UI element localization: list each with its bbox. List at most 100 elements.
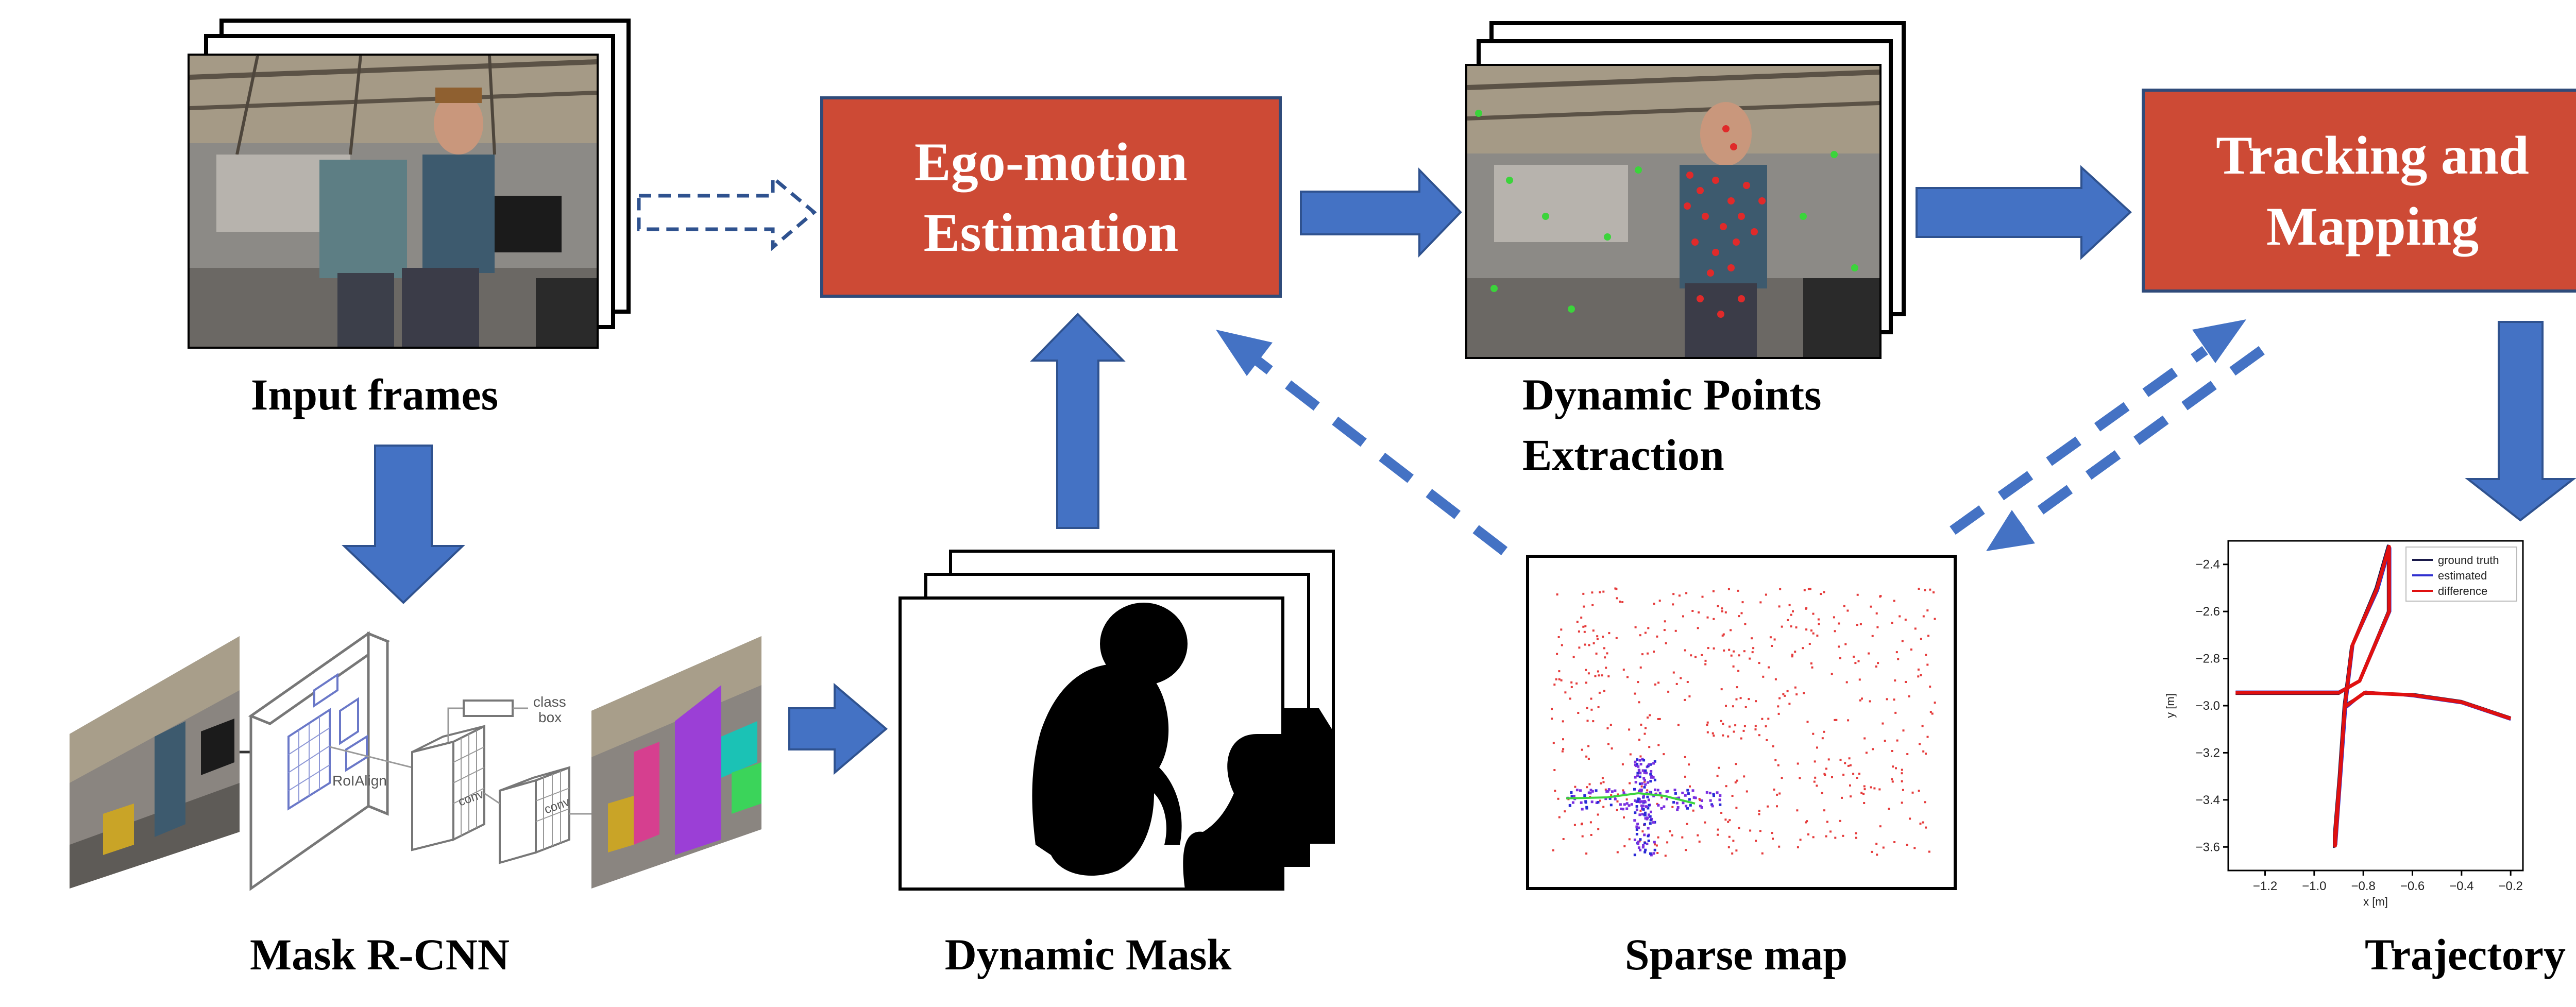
sparse-map-point — [1722, 633, 1725, 636]
sparse-map-point — [1589, 821, 1592, 824]
sparse-map-camera-point — [1641, 804, 1645, 807]
sparse-map-point — [1820, 593, 1822, 595]
sparse-map-point — [1674, 629, 1677, 632]
sparse-map-point — [1561, 644, 1563, 646]
sparse-map-point — [1639, 634, 1641, 637]
sparse-map-point — [1587, 672, 1590, 675]
sparse-map-point — [1856, 624, 1858, 626]
sparse-map-point — [1812, 612, 1815, 615]
sparse-map-point — [1597, 813, 1599, 816]
sparse-map-camera-point — [1687, 792, 1690, 795]
sparse-map-point — [1582, 625, 1585, 628]
sparse-map-point — [1844, 643, 1847, 645]
sparse-map-point — [1685, 592, 1688, 594]
sparse-map-point — [1735, 763, 1737, 765]
sparse-map-point — [1751, 637, 1753, 640]
sparse-map-point — [1791, 655, 1793, 658]
legend-entry: ground truth — [2438, 554, 2499, 567]
dynamic-mask-silhouettes — [1032, 603, 1283, 889]
legend-entry: estimated — [2438, 569, 2487, 582]
sparse-map-camera-point — [1636, 774, 1639, 777]
sparse-map-point — [1835, 719, 1838, 721]
sparse-map-point — [1882, 722, 1884, 725]
sparse-map-point — [1917, 668, 1920, 671]
sparse-map-point — [1688, 763, 1690, 766]
sparse-map-point — [1733, 730, 1735, 733]
sparse-map-camera-point — [1643, 823, 1646, 826]
sparse-map-point — [1583, 605, 1585, 608]
sparse-map-point — [1598, 691, 1601, 694]
sparse-map-point — [1744, 706, 1747, 708]
sparse-map — [1526, 555, 1957, 890]
sparse-map-camera-point — [1643, 841, 1647, 844]
sparse-map-point — [1891, 622, 1893, 624]
sparse-map-point — [1925, 753, 1927, 755]
sparse-map-point — [1782, 693, 1785, 695]
sparse-map-point — [1588, 644, 1590, 646]
sparse-map-point — [1894, 679, 1896, 682]
sparse-map-point — [1777, 712, 1780, 715]
sparse-map-camera-point — [1653, 778, 1656, 781]
sparse-map-point — [1758, 810, 1760, 812]
sparse-map-point — [1797, 846, 1799, 848]
sparse-map-camera-point — [1641, 758, 1644, 761]
sparse-map-point — [1640, 785, 1643, 788]
sparse-map-point — [1895, 767, 1897, 770]
y-tick-label: −2.4 — [2196, 558, 2220, 572]
sparse-map-point — [1742, 729, 1745, 732]
sparse-map-point — [1585, 681, 1587, 684]
sparse-map-point — [1823, 809, 1825, 812]
sparse-map-camera-point — [1648, 763, 1651, 766]
sparse-map-point — [1592, 720, 1595, 723]
sparse-map-point — [1671, 834, 1673, 837]
sparse-map-point — [1582, 592, 1585, 595]
sparse-map-point — [1607, 675, 1610, 678]
sparse-map-point — [1821, 792, 1823, 794]
sparse-map-camera-point — [1654, 788, 1656, 791]
sparse-map-point — [1684, 756, 1686, 758]
sparse-map-camera-point — [1652, 776, 1655, 779]
sparse-map-camera-point — [1638, 775, 1641, 778]
sparse-map-point — [1654, 843, 1656, 846]
sparse-map-point — [1806, 721, 1809, 723]
sparse-map-point — [1637, 681, 1639, 684]
x-axis-label: x [m] — [2363, 895, 2388, 908]
sparse-map-camera-point — [1709, 799, 1712, 802]
sparse-map-point — [1717, 605, 1719, 607]
sparse-map-point — [1803, 589, 1806, 591]
sparse-map-point — [1594, 675, 1597, 677]
sparse-map-point — [1838, 622, 1840, 625]
input-frame-photo — [189, 55, 597, 347]
sparse-map-point — [1743, 725, 1746, 727]
dashed-arrow-sparse-to-ego — [1216, 330, 1508, 555]
sparse-map-camera-point — [1688, 798, 1691, 801]
sparse-map-point — [1697, 834, 1699, 837]
sparse-map-camera-point — [1638, 800, 1641, 804]
sparse-map-point — [1754, 725, 1757, 727]
sparse-map-point — [1823, 591, 1825, 593]
sparse-map-point — [1731, 852, 1734, 855]
y-tick-label: −3.4 — [2196, 793, 2220, 807]
sparse-map-point — [1625, 798, 1628, 801]
sparse-map-point — [1823, 773, 1826, 775]
sparse-map-camera-point — [1641, 846, 1645, 849]
sparse-map-point — [1934, 618, 1936, 620]
sparse-map-camera-point — [1694, 796, 1697, 799]
sparse-map-camera-point — [1718, 798, 1721, 801]
sparse-map-point — [1891, 750, 1893, 752]
sparse-map-camera-point — [1620, 807, 1623, 810]
sparse-map-point — [1909, 817, 1911, 820]
sparse-map-point — [1831, 673, 1833, 675]
sparse-map-point — [1601, 674, 1603, 677]
sparse-map-point — [1781, 777, 1783, 779]
sparse-map-point — [1622, 669, 1625, 671]
sparse-map-point — [1641, 830, 1644, 833]
sparse-map-point — [1863, 788, 1866, 791]
sparse-map-camera-point — [1643, 799, 1646, 803]
sparse-map-point — [1901, 769, 1903, 771]
sparse-map-camera-point — [1637, 826, 1640, 829]
sparse-map-point — [1824, 774, 1826, 776]
sparse-map-point — [1884, 740, 1886, 742]
sparse-map-point — [1773, 638, 1776, 641]
sparse-map-point — [1578, 646, 1581, 649]
